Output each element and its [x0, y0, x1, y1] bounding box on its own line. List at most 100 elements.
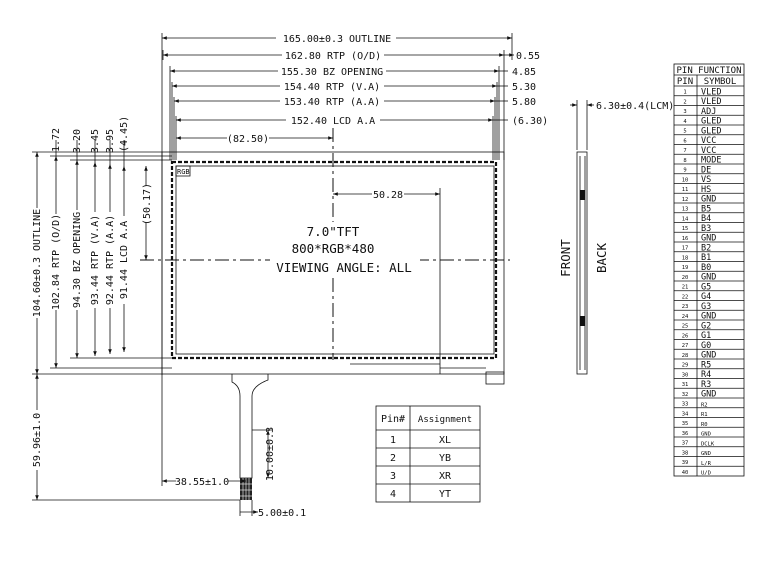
dim-offset-530: 5.30 — [512, 82, 536, 93]
pin-symbol: B5 — [701, 204, 711, 214]
panel-resolution-text: 800*RGB*480 — [292, 241, 375, 256]
assign-header-pin: Pin# — [381, 414, 405, 425]
pin-symbol: R4 — [701, 370, 711, 380]
dim-label-lcd-aa-w: 152.40 LCD A.A — [291, 116, 375, 127]
rgb-mark: RGB — [177, 168, 190, 176]
dim-label-rtp-od-w: 162.80 RTP (O/D) — [285, 51, 381, 62]
assign-pin: 1 — [390, 435, 396, 446]
pin-number: 21 — [682, 285, 689, 291]
pin-number: 12 — [682, 197, 689, 203]
pin-number: 19 — [682, 265, 689, 271]
pin-symbol: R0 — [701, 422, 708, 428]
pin-number: 31 — [682, 382, 689, 388]
top-dimension-group: 165.00±0.3 OUTLINE 162.80 RTP (O/D) 155.… — [161, 32, 548, 375]
pin-symbol: VCC — [701, 136, 716, 146]
pin-number: 32 — [682, 392, 689, 398]
lcd-panel: RGB (82.50) (50.17) 50.28 7.0"TFT 800*RG… — [139, 128, 510, 385]
pin-symbol: VCC — [701, 146, 716, 156]
pin-symbol: L/R — [701, 461, 712, 467]
assign-value: YT — [439, 489, 451, 500]
assignment-table: Pin# Assignment 1 XL 2 YB 3 XR 4 YT — [375, 405, 481, 503]
pin-number: 38 — [682, 450, 689, 456]
pin-number: 16 — [682, 236, 689, 242]
panel-viewing-angle-text: VIEWING ANGLE: ALL — [276, 260, 411, 275]
left-dimension-group: 104.60±0.3 OUTLINE 102.84 RTP (O/D) 94.3… — [29, 116, 172, 375]
pin-number: 39 — [682, 460, 689, 466]
pin-number: 2 — [683, 99, 686, 105]
pin-number: 14 — [682, 216, 689, 222]
pin-symbol: U/D — [701, 471, 711, 477]
dim-label-rtp-va-h: 93.44 RTP (V.A) — [90, 215, 101, 305]
pin-number: 6 — [683, 138, 686, 144]
pin-symbol: GND — [701, 273, 716, 283]
pin-symbol: DCLK — [701, 441, 715, 447]
panel-notch — [485, 371, 505, 385]
pin-number: 11 — [682, 187, 689, 193]
dim-label-v-center: (50.17) — [142, 183, 153, 225]
pin-number: 28 — [682, 353, 689, 359]
pin-symbol: B2 — [701, 243, 711, 253]
dim-offset-395: 3.95 — [105, 129, 116, 153]
pin-symbol: R1 — [701, 412, 708, 418]
dim-offset-320: 3.20 — [72, 129, 83, 153]
dim-offset-445: (4.45) — [119, 116, 130, 152]
pin-table-header-pin: PIN — [677, 77, 693, 87]
pin-number: 10 — [682, 177, 689, 183]
pin-number: 36 — [682, 431, 689, 437]
assign-value: XR — [439, 471, 452, 482]
dim-label-tail-w: 5.00±0.1 — [258, 508, 306, 519]
dim-label-lcd-aa-h: 91.44 LCD A.A — [119, 221, 130, 299]
panel-outline — [161, 151, 505, 375]
dim-label-tail-height: 59.96±1.0 — [32, 413, 43, 467]
pin-number: 13 — [682, 207, 689, 213]
dim-offset-172: 1.72 — [51, 128, 62, 152]
pin-symbol: R2 — [701, 402, 708, 408]
pin-number: 17 — [682, 246, 689, 252]
pin-symbol: GND — [701, 195, 716, 205]
pin-number: 35 — [682, 421, 689, 427]
side-outline — [576, 151, 588, 375]
pin-symbol: B3 — [701, 224, 711, 234]
pin-symbol: GND — [701, 234, 716, 244]
pin-number: 4 — [683, 119, 687, 125]
dim-label-right-offset: 50.28 — [373, 190, 403, 201]
pin-symbol: G5 — [701, 282, 711, 292]
pin-symbol: G4 — [701, 292, 711, 302]
tail-outline — [231, 374, 269, 479]
dim-label-tail-length: 10.00±0.3 — [265, 427, 276, 481]
pin-number: 1 — [683, 90, 686, 96]
pin-number: 29 — [682, 363, 689, 369]
assign-pin: 2 — [390, 453, 396, 464]
pin-symbol: GND — [701, 351, 716, 361]
pin-number: 26 — [682, 333, 689, 339]
pin-symbol: B0 — [701, 263, 711, 273]
pin-symbol: G2 — [701, 321, 711, 331]
pin-table-title: PIN FUNCTION — [676, 66, 741, 76]
dim-offset-630: (6.30) — [512, 116, 548, 127]
dim-label-bz-w: 155.30 BZ OPENING — [281, 67, 383, 78]
assign-pin: 3 — [390, 471, 396, 482]
pin-symbol: MODE — [701, 156, 721, 166]
dim-offset-345: 3.45 — [90, 129, 101, 153]
pin-symbol: VLED — [701, 97, 721, 107]
pin-symbol: GLED — [701, 126, 721, 136]
panel-size-text: 7.0"TFT — [307, 224, 360, 239]
pin-symbol: R3 — [701, 380, 711, 390]
pin-number: 25 — [682, 324, 689, 330]
pin-symbol: HS — [701, 185, 711, 195]
side-thickness-label: 6.30±0.4(LCM) — [596, 101, 674, 112]
assign-value: XL — [439, 435, 451, 446]
dim-offset-485: 4.85 — [512, 67, 536, 78]
pin-number: 20 — [682, 275, 689, 281]
pin-number: 23 — [682, 304, 689, 310]
assign-header-assignment: Assignment — [418, 415, 472, 425]
pin-number: 9 — [683, 168, 686, 174]
pin-symbol: GND — [701, 390, 716, 400]
pin-symbol: VS — [701, 175, 711, 185]
pin-symbol: GND — [701, 432, 711, 438]
pin-symbol: G0 — [701, 341, 711, 351]
pin-number: 33 — [682, 402, 689, 408]
dim-offset-580: 5.80 — [512, 97, 536, 108]
dim-label-outline-h: 104.60±0.3 OUTLINE — [32, 209, 43, 317]
